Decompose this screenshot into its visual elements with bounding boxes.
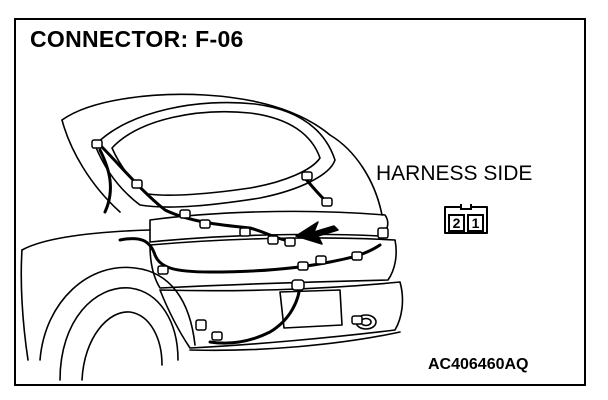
connector-lock-key [460,204,472,210]
harness-connector [377,227,389,239]
harness-connector [321,197,333,207]
hatch-edge [329,134,383,216]
harness-left-drop [98,148,112,214]
license-recess [279,289,343,329]
harness-connector [297,261,309,271]
connector-pin: 1 [467,214,484,232]
body-side [21,229,151,251]
wheel-arch [39,266,196,361]
harness-connector [315,255,327,265]
harness-connector [199,219,211,229]
tire-outer [59,287,179,381]
car-roof-outline [61,93,331,136]
harness-lamp [118,237,382,274]
harness-connector [301,171,313,181]
harness-connector [351,315,363,325]
harness-side-label: HARNESS SIDE [376,162,533,185]
tire-inner [81,311,163,381]
harness-connector [351,251,363,261]
tail-lamp-band [149,237,397,289]
harness-connector [284,237,296,247]
harness-connector [131,179,143,189]
harness-connector [91,139,103,149]
harness-connector [291,279,305,291]
c-pillar [61,119,121,213]
connector-pin: 2 [448,214,465,232]
rear-window-outline [94,101,336,208]
harness-connector [239,227,251,237]
harness-connector [267,235,279,245]
rear-window-inner [111,110,321,196]
rear-fender [20,249,29,361]
rear-bumper [159,281,404,349]
pointer-arrow [295,221,339,245]
connector-face-icon: 2 1 [444,204,492,234]
harness-connector [157,265,169,275]
figure-code: AC406460AQ [428,356,529,373]
connector-title: CONNECTOR: F-06 [30,26,244,52]
harness-lower [208,280,302,345]
harness-connector [211,331,223,341]
harness-connector [195,319,207,331]
harness-upper [98,143,287,242]
harness-connector [179,209,191,219]
